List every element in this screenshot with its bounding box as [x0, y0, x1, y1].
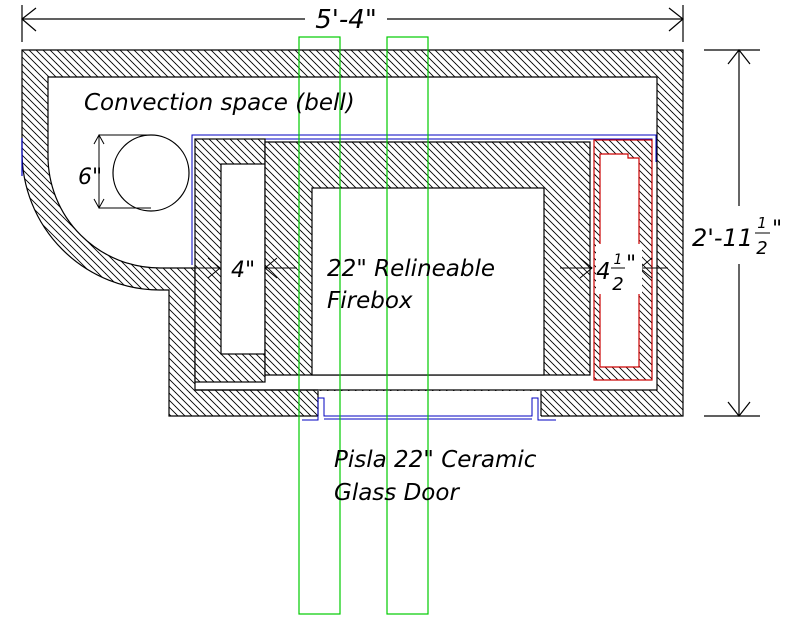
- green-overlay-right: [386, 36, 429, 615]
- overall-height-frac-num: 1: [757, 214, 767, 232]
- right-wall-frac-den: 2: [612, 274, 623, 295]
- left-wall-cavity: [220, 163, 266, 355]
- door-opening: [318, 391, 541, 417]
- width-arrow-left: [21, 7, 37, 32]
- right-wall-label: 4: [596, 259, 611, 285]
- green-overlay-left: [298, 36, 341, 615]
- pipe-size-label: 6": [78, 165, 102, 190]
- overall-height-inch-mark: ": [772, 217, 782, 242]
- overall-height-label: 2'-11: [692, 224, 753, 252]
- flue-pipe: [112, 134, 190, 212]
- right-wall-frac-num: 1: [614, 252, 623, 268]
- pipe-dim-arrow-top: [93, 133, 105, 145]
- overall-width-label: 5'-4": [315, 5, 377, 35]
- pipe-dim-arrow-bottom: [93, 198, 105, 210]
- right-wall-inch-mark: ": [626, 252, 636, 277]
- left-wall-arrow-a: [207, 257, 221, 279]
- door-label-line1: Pisla 22" Ceramic: [334, 447, 537, 473]
- left-wall-arrow-b: [264, 257, 278, 279]
- firebox-label-line1: 22" Relineable: [327, 256, 495, 282]
- overall-height-frac-den: 2: [756, 238, 767, 259]
- left-wall-label: 4": [231, 258, 255, 283]
- door-label-line2: Glass Door: [334, 480, 460, 506]
- blue-insulation-outline: [191, 134, 657, 265]
- height-arrow-bottom: [727, 401, 751, 417]
- convection-space-label: Convection space (bell): [84, 90, 355, 116]
- width-arrow-right: [668, 7, 684, 32]
- firebox-label-line2: Firebox: [327, 288, 413, 314]
- right-wall-arrow-a: [579, 257, 593, 279]
- height-arrow-top: [727, 49, 751, 65]
